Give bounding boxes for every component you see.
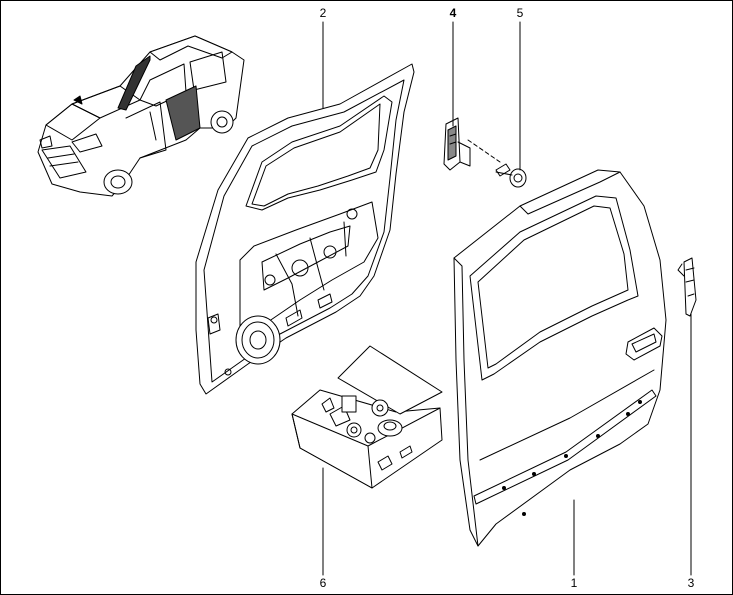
callout-2: 2 (319, 6, 327, 20)
door-weatherstrip-clip (677, 257, 697, 317)
rear-door-inner-frame (195, 63, 415, 395)
callout-6: 6 (319, 576, 327, 590)
door-bracket (443, 117, 471, 171)
callout-1: 1 (570, 576, 578, 590)
fastening-screw (495, 163, 527, 188)
rear-door-outer-panel-assembly (453, 169, 667, 547)
car-locator-icon (37, 35, 245, 197)
callout-3: 3 (687, 576, 695, 590)
callout-4: 4 (449, 6, 457, 20)
callout-5: 5 (516, 6, 524, 20)
leader-lines (322, 21, 692, 576)
door-repair-kit-box (291, 345, 443, 489)
